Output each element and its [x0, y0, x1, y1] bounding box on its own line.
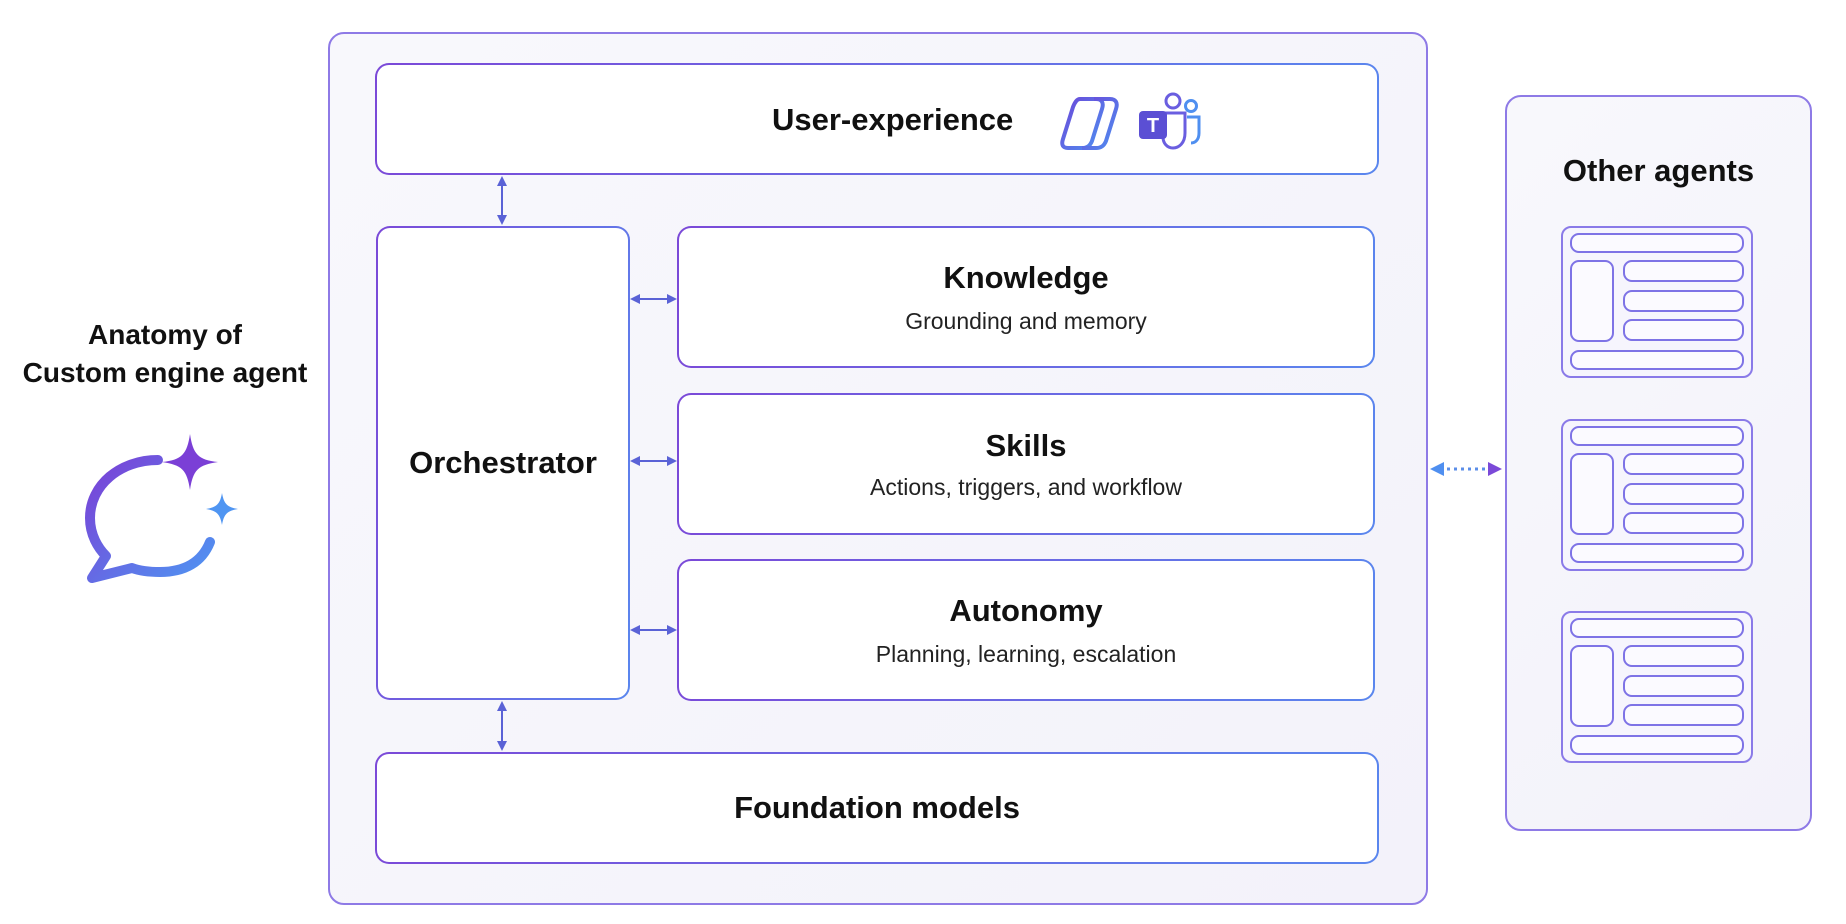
agent-card-line [1623, 675, 1744, 697]
diagram-title: Anatomy of Custom engine agent [0, 314, 330, 394]
agent-card [1561, 226, 1753, 378]
agent-card-line [1623, 645, 1744, 667]
title-line-1: Anatomy of [88, 319, 242, 350]
orchestrator-box: Orchestrator [376, 226, 630, 700]
teams-letter: T [1147, 115, 1159, 137]
agent-card-bar [1570, 350, 1744, 370]
autonomy-box: Autonomy Planning, learning, escalation [677, 559, 1375, 701]
autonomy-subtitle: Planning, learning, escalation [875, 640, 1177, 667]
agent-card-line [1623, 260, 1744, 282]
user-experience-box: User-experience T [375, 63, 1379, 175]
knowledge-title: Knowledge [943, 259, 1109, 295]
agent-card-line [1623, 483, 1744, 505]
title-line-2: Custom engine agent [22, 357, 308, 388]
orchestrator-label: Orchestrator [409, 445, 597, 480]
agent-card-block [1570, 260, 1614, 342]
agent-card [1561, 419, 1753, 571]
knowledge-subtitle: Grounding and memory [905, 307, 1147, 334]
agent-card-block [1570, 453, 1614, 535]
skills-subtitle: Actions, triggers, and workflow [870, 473, 1182, 500]
agent-card-bar [1570, 426, 1744, 446]
agent-card-bar [1570, 735, 1744, 755]
autonomy-title: Autonomy [949, 592, 1103, 628]
foundation-models-box: Foundation models [375, 752, 1379, 864]
teams-icon: T [1139, 92, 1201, 150]
agent-card-line [1623, 453, 1744, 475]
agent-card-bar [1570, 233, 1744, 253]
agent-card-line [1623, 319, 1744, 341]
user-experience-label: User-experience [772, 102, 1014, 137]
agent-card [1561, 611, 1753, 763]
agent-card-line [1623, 512, 1744, 534]
skills-title: Skills [985, 427, 1067, 463]
copilot-icon [1060, 97, 1119, 150]
agent-card-bar [1570, 543, 1744, 563]
copilot-chat-sparkle-icon [85, 434, 238, 583]
other-agents-title: Other agents [1562, 153, 1755, 188]
knowledge-box: Knowledge Grounding and memory [677, 226, 1375, 368]
agent-card-line [1623, 290, 1744, 312]
agent-card-line [1623, 704, 1744, 726]
agent-card-bar [1570, 618, 1744, 638]
agent-card-block [1570, 645, 1614, 727]
skills-box: Skills Actions, triggers, and workflow [677, 393, 1375, 535]
foundation-models-label: Foundation models [734, 790, 1020, 825]
